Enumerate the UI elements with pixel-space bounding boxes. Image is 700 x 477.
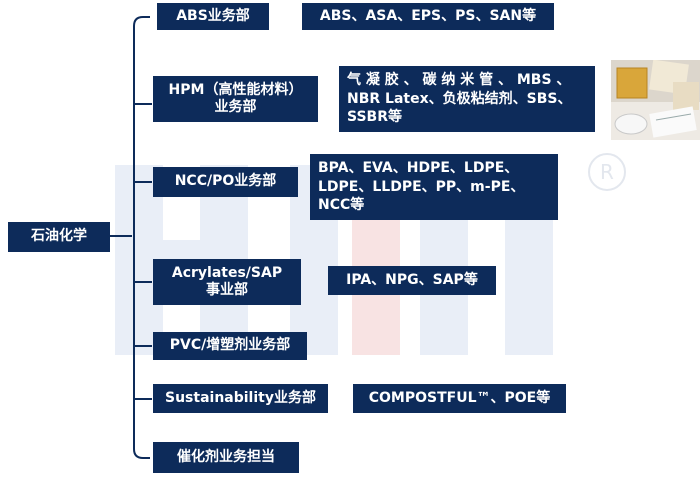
detail-abs: ABS、ASA、EPS、PS、SAN等 [302, 3, 554, 30]
division-ncc-po: NCC/PO业务部 [153, 167, 298, 197]
material-samples-photo [611, 60, 700, 140]
division-catalyst: 催化剂业务担当 [153, 442, 299, 473]
detail-hpm: 气 凝 胶 、 碳 纳 米 管 、 MBS 、 NBR Latex、负极粘结剂、… [339, 66, 595, 132]
division-sustainability: Sustainability业务部 [153, 384, 328, 413]
detail-acrylates-sap: IPA、NPG、SAP等 [328, 266, 496, 295]
svg-text:R: R [600, 160, 614, 184]
division-pvc: PVC/增塑剂业务部 [153, 332, 307, 360]
root-node: 石油化学 [8, 222, 110, 252]
division-hpm: HPM（高性能材料） 业务部 [153, 76, 318, 122]
detail-ncc-po: BPA、EVA、HDPE、LDPE、 LDPE、LLDPE、PP、m-PE、 N… [310, 154, 558, 220]
registered-mark-icon: R [588, 153, 626, 191]
detail-sustainability: COMPOSTFUL™、POE等 [353, 384, 566, 413]
division-acrylates-sap: Acrylates/SAP 事业部 [153, 259, 301, 305]
vertical-bracket [133, 16, 150, 459]
division-abs: ABS业务部 [157, 3, 269, 30]
